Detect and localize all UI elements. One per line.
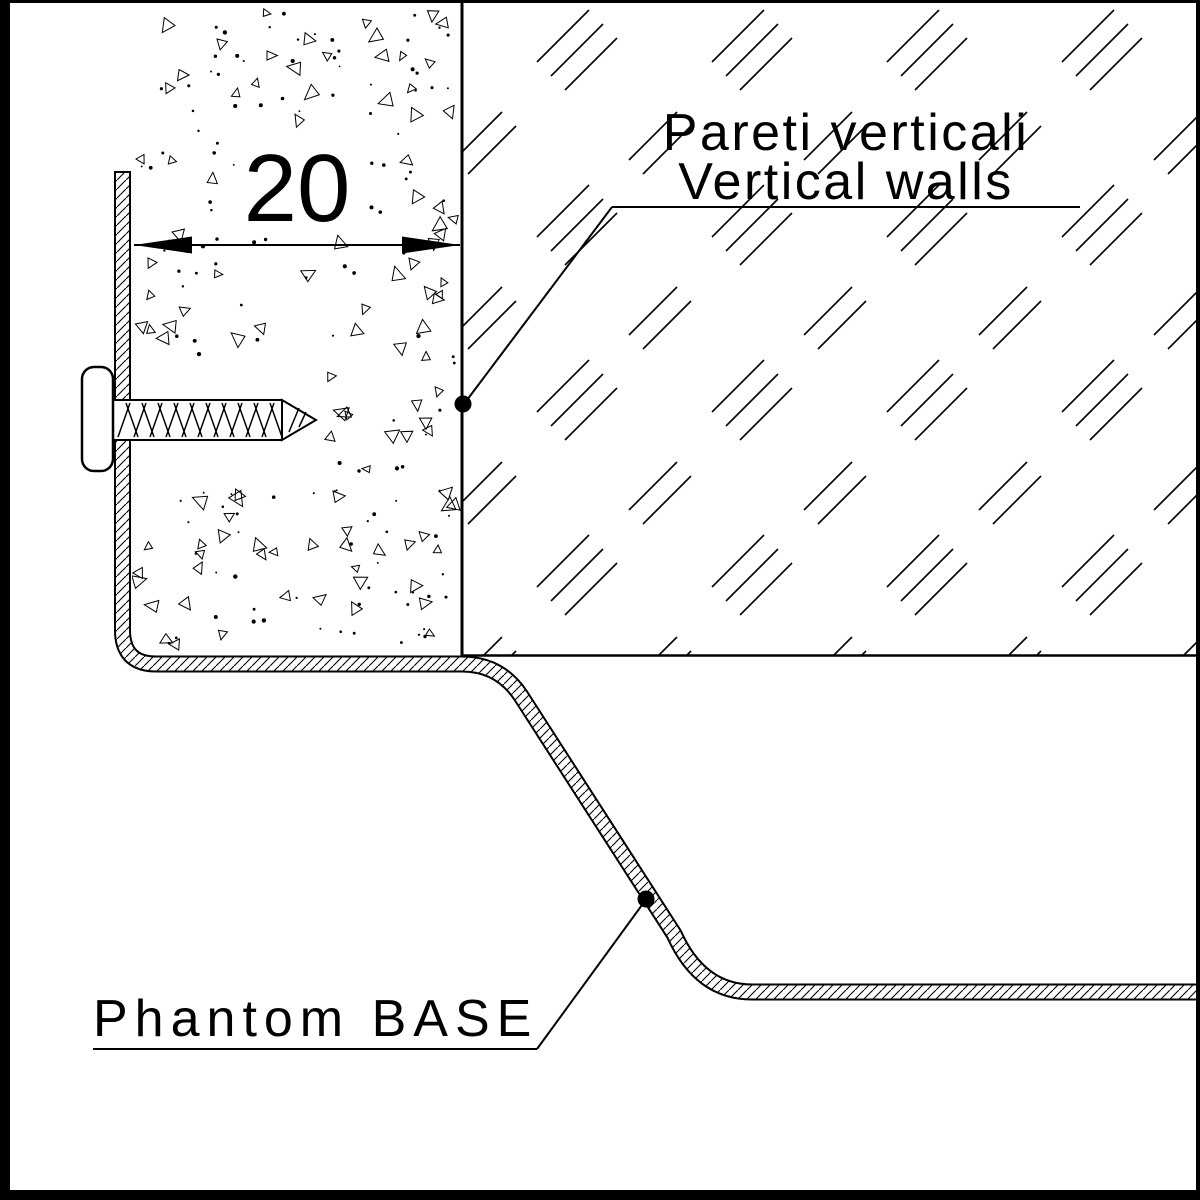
- phantom-base-callout: Phantom BASE: [93, 890, 655, 1050]
- screw-tip-thread-1: [288, 407, 300, 433]
- phantom-base-label: Phantom BASE: [93, 990, 538, 1048]
- vertical-walls-label-line2: Vertical walls: [678, 153, 1014, 211]
- phantom-base-profile: [114, 171, 1196, 1001]
- vertical-walls-leader-dot: [454, 395, 472, 413]
- frame-left-bar: [0, 0, 10, 1200]
- frame-bottom-bar: [0, 1190, 1200, 1200]
- frame-top-line: [0, 0, 1200, 3]
- vertical-walls-label-line1: Pareti verticali: [663, 104, 1030, 162]
- screw-thread-lines-a: [117, 402, 275, 438]
- vertical-walls-callout: Pareti verticali Vertical walls: [454, 104, 1080, 413]
- screw-head: [80, 365, 115, 473]
- screw-tip-thread-2: [298, 411, 307, 428]
- vertical-walls-leader-line: [466, 206, 613, 401]
- phantom-base-leader-line: [536, 904, 643, 1050]
- profile-hatch-fill: [116, 172, 1196, 999]
- screw-shaft-body: [113, 399, 282, 441]
- concrete-stipples: [132, 7, 461, 651]
- screw: [80, 365, 318, 473]
- vertical-walls-hatch-region: [463, 3, 1196, 655]
- dimension-arrow-right: [402, 236, 460, 254]
- frame-right-line: [1196, 0, 1200, 1200]
- concrete-wall-body: [131, 3, 461, 656]
- dimension-arrow-left: [134, 236, 192, 254]
- phantom-base-leader-dot: [637, 890, 655, 908]
- dimension-20: 20: [134, 135, 460, 254]
- screw-thread-lines-b: [125, 402, 283, 438]
- dimension-text: 20: [244, 135, 351, 242]
